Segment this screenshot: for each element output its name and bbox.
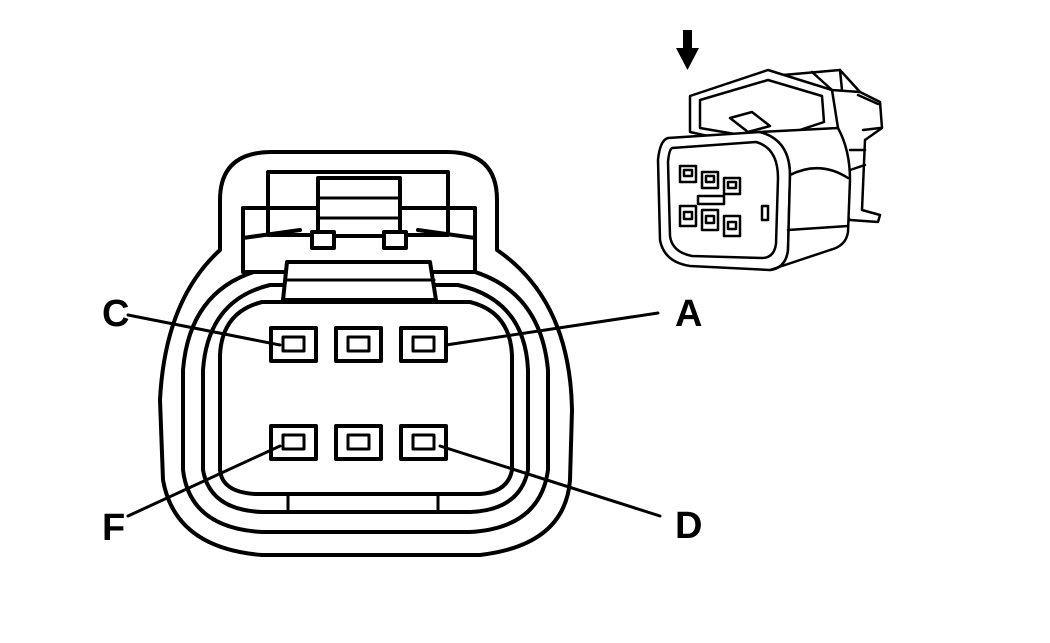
pin-cavity-b bbox=[334, 326, 383, 363]
cavity-row-bottom bbox=[269, 424, 448, 461]
iso-side-body bbox=[758, 126, 852, 272]
lock-latch bbox=[316, 176, 402, 238]
seal-ring-inner bbox=[201, 283, 530, 514]
callout-label-f: F bbox=[102, 507, 125, 549]
pin-cavity-a bbox=[399, 326, 448, 363]
leader-line-a bbox=[444, 311, 660, 347]
cavity-face bbox=[218, 300, 514, 496]
callout-leaders bbox=[126, 311, 662, 518]
view-direction-arrow-icon bbox=[676, 30, 699, 70]
connector-isometric-view bbox=[656, 30, 884, 272]
callout-label-c: C bbox=[102, 293, 129, 335]
iso-cavity-grid bbox=[678, 164, 742, 238]
connector-face-view bbox=[158, 150, 574, 557]
leader-line-c bbox=[126, 313, 282, 347]
pin-cavity-f bbox=[269, 424, 318, 461]
pin-cavity-e bbox=[334, 424, 383, 461]
seal-ring-outer bbox=[181, 266, 550, 534]
connector-outer-shell bbox=[158, 150, 574, 557]
cavity-row-top bbox=[269, 326, 448, 363]
leader-line-d bbox=[438, 444, 662, 518]
leader-line-f bbox=[126, 444, 282, 518]
callout-label-a: A bbox=[675, 293, 702, 335]
pin-cavity-d bbox=[399, 424, 448, 461]
callout-label-d: D bbox=[675, 505, 702, 547]
